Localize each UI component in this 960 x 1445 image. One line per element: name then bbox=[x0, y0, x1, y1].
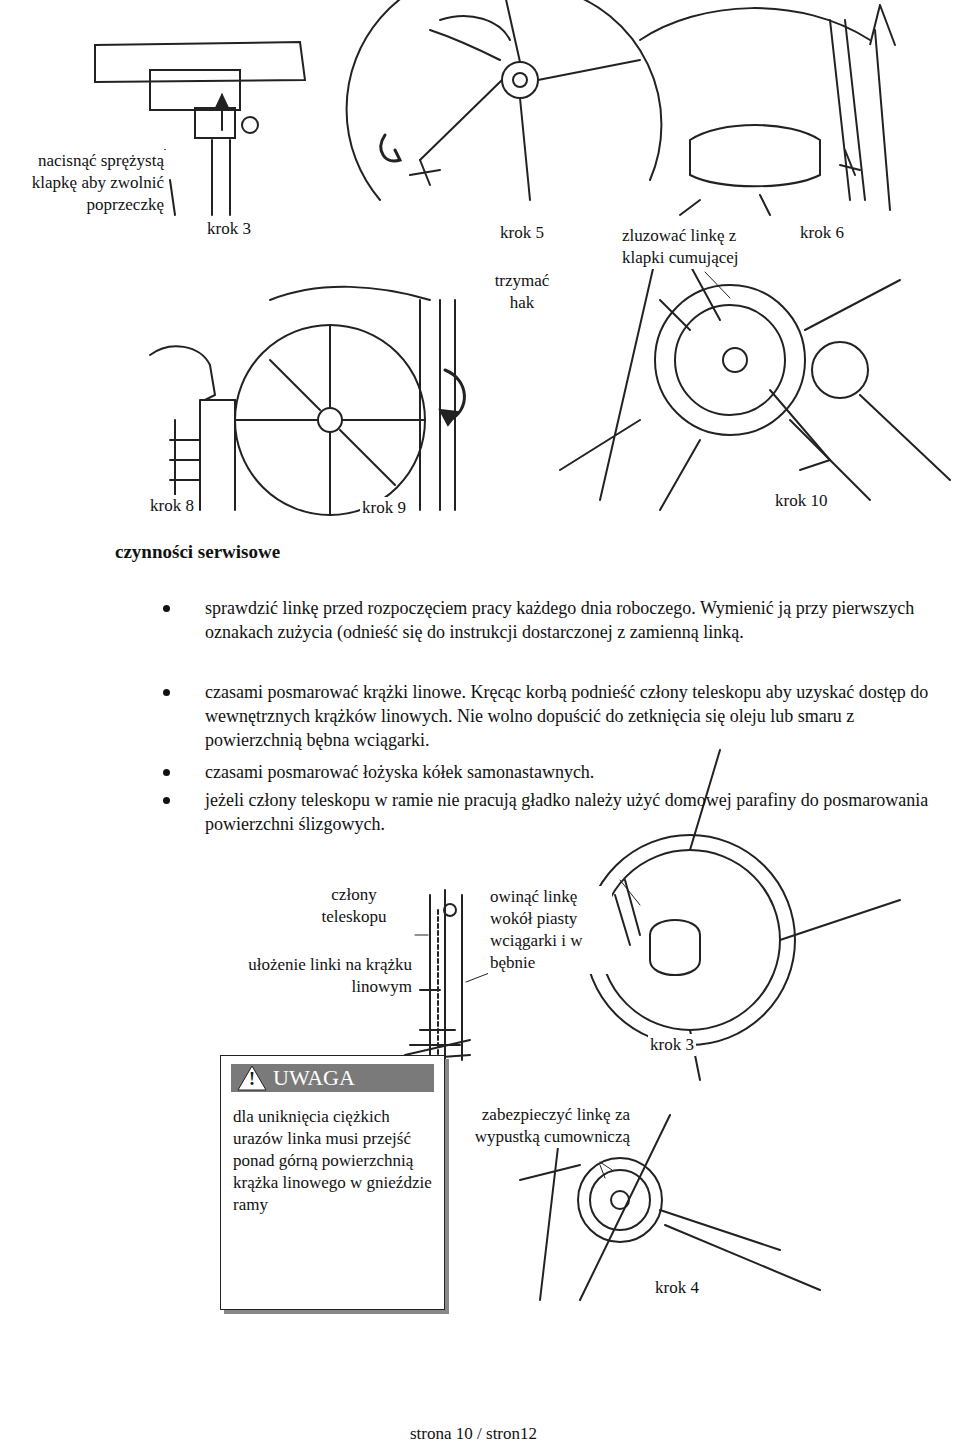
instruction-note: zluzować linkę z klapki cumującej bbox=[620, 225, 770, 269]
page-number: strona 10 / stron12 bbox=[408, 1423, 539, 1445]
winch-wheel-sketch bbox=[347, 0, 662, 200]
warning-box: !UWAGA dla uniknięcia ciężkich urazów lin… bbox=[220, 1055, 445, 1310]
step-number: krok 5 bbox=[498, 222, 546, 244]
frame-sketch bbox=[150, 346, 235, 510]
step-number: krok 8 bbox=[148, 495, 196, 517]
bullet-text: czasami posmarować krążki linowe. Kręcąc… bbox=[205, 680, 950, 752]
instruction-note: zabezpieczyć linkę za wypustką cumownicz… bbox=[470, 1104, 632, 1148]
warning-header: !UWAGA bbox=[231, 1064, 434, 1092]
instruction-note: ułożenie linki na krążku linowym bbox=[206, 954, 414, 998]
step-number: krok 9 bbox=[360, 497, 408, 519]
leader-line bbox=[705, 272, 730, 298]
drum-sketch bbox=[560, 260, 950, 510]
bullet-point bbox=[163, 797, 170, 804]
warning-triangle: ! bbox=[237, 1065, 267, 1091]
bullet-point bbox=[163, 689, 170, 696]
bullet-text: czasami posmarować łożyska kółek samonas… bbox=[205, 760, 950, 784]
hook-wheel-sketch bbox=[235, 287, 464, 515]
instruction-note: nacisnąć sprężystą klapkę aby zwolnić po… bbox=[2, 150, 166, 216]
bullet-text: jeżeli człony teleskopu w ramie nie prac… bbox=[205, 788, 950, 836]
instruction-note: owinąć linkę wokół piasty wciągarki i w … bbox=[488, 886, 612, 974]
part-name: człony teleskopu bbox=[296, 884, 412, 928]
step-number: krok 3 bbox=[205, 218, 253, 240]
warning-heading: UWAGA bbox=[273, 1064, 355, 1092]
step-number: krok 10 bbox=[773, 490, 829, 512]
step-number: krok 6 bbox=[798, 222, 846, 244]
bullet-point bbox=[163, 769, 170, 776]
leader-line bbox=[600, 1165, 605, 1178]
warning-text: dla uniknięcia ciężkich urazów linka mus… bbox=[231, 1106, 434, 1216]
section-heading: czynności serwisowe bbox=[115, 540, 280, 564]
cable-release-sketch bbox=[640, 5, 895, 215]
step-number: krok 4 bbox=[653, 1277, 701, 1299]
bullet-point bbox=[163, 605, 170, 612]
warning-symbol: ! bbox=[237, 1065, 267, 1093]
instruction-note: trzymać hak bbox=[485, 270, 559, 314]
step-number: krok 3 bbox=[648, 1034, 696, 1056]
bullet-text: sprawdzić linkę przed rozpoczęciem pracy… bbox=[205, 596, 950, 644]
